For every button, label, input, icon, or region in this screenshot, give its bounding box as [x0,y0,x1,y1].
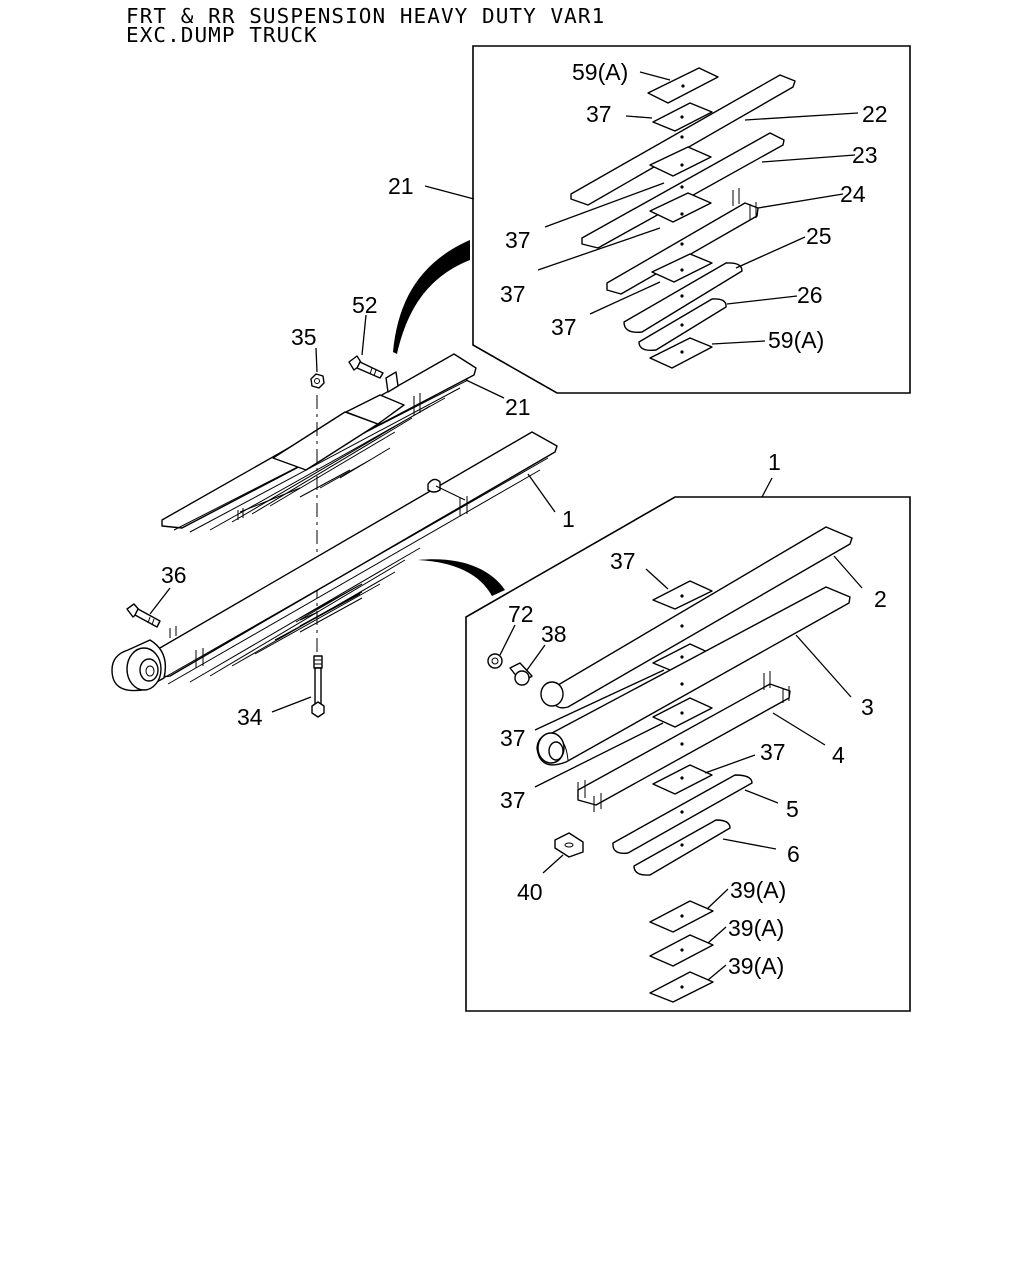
callout-34: 34 [237,704,263,730]
callout-39a-3: 39(A) [728,953,784,979]
callout-1-top: 1 [768,449,781,475]
callout-2: 2 [874,586,887,612]
callout-37-c: 37 [500,281,526,307]
callout-39a-2: 39(A) [728,915,784,941]
leaf-24 [606,202,759,295]
callout-37-b: 37 [505,227,531,253]
pad-37-d [651,253,713,283]
pad-37-b [649,146,712,177]
leaf-25 [623,262,743,333]
callout-72: 72 [508,601,534,627]
callout-52: 52 [352,292,378,318]
leaf-5 [612,774,753,854]
bolt-52 [348,355,399,393]
callout-5: 5 [786,796,799,822]
leaf-6 [633,819,731,876]
callout-59a-top: 59(A) [572,59,628,85]
callout-22: 22 [862,101,888,127]
bolt-36 [126,603,161,628]
callout-40: 40 [517,879,543,905]
callout-37-f: 37 [500,725,526,751]
callout-6: 6 [787,841,800,867]
callout-37-h: 37 [760,739,786,765]
spring-assembly-1 [111,431,558,692]
pad-37-c [649,192,712,223]
callout-59a-bottom: 59(A) [768,327,824,353]
diagram-title-line-2: EXC.DUMP TRUCK [126,23,318,47]
callout-26: 26 [797,282,823,308]
diagram-title-line-1: FRT & RR SUSPENSION HEAVY DUTY VAR1 [126,4,606,28]
detail-arrow-21 [393,240,470,354]
detail-box-1 [465,496,911,1012]
detail-arrow-1 [418,559,505,596]
spring-assembly-21 [161,353,477,533]
callout-37-g: 37 [500,787,526,813]
callout-37-d: 37 [551,314,577,340]
bolt-34 [311,655,325,718]
callout-39a-1: 39(A) [730,877,786,903]
upper-center-pad [272,411,379,471]
detail-box-21 [472,45,911,394]
callout-21: 21 [505,394,531,420]
callout-4: 4 [832,742,845,768]
callout-3: 3 [861,694,874,720]
callout-38: 38 [541,621,567,647]
callout-37-e: 37 [610,548,636,574]
callout-25: 25 [806,223,832,249]
leaf-23 [581,132,785,249]
callout-1: 1 [562,506,575,532]
leaf-22 [570,74,796,206]
callout-36: 36 [161,562,187,588]
callout-37-a: 37 [586,101,612,127]
callout-35: 35 [291,324,317,350]
washer-72 [487,653,503,669]
callout-21-box: 21 [388,173,414,199]
nut-35 [310,373,325,389]
callout-24: 24 [840,181,866,207]
plate-40 [554,832,584,858]
callout-23: 23 [852,142,878,168]
